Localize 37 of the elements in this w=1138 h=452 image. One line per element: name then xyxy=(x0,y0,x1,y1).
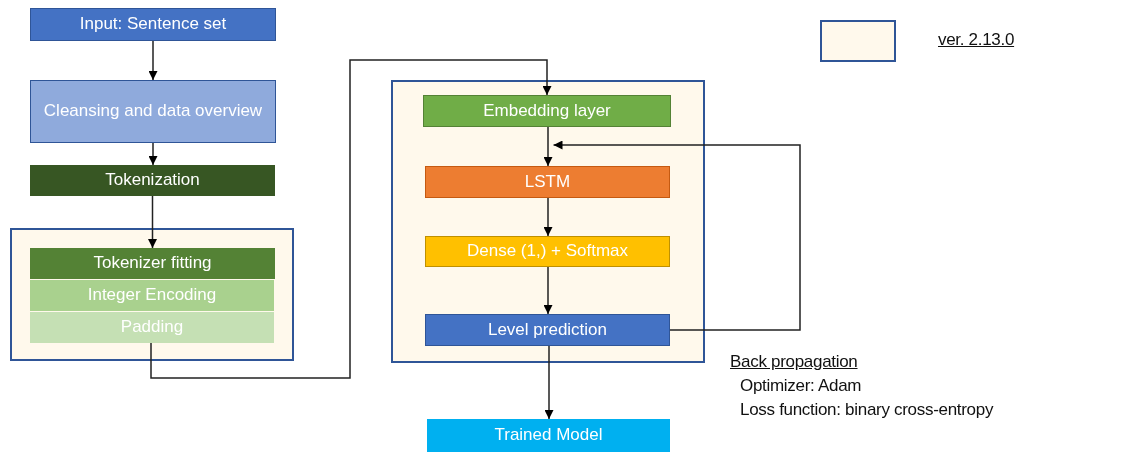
note-text: Optimizer: Adam xyxy=(740,376,862,396)
arrow xyxy=(543,266,553,315)
box-label: Tokenization xyxy=(105,170,200,191)
box-label: Level prediction xyxy=(487,319,608,341)
box-label: Input: Sentence set xyxy=(79,14,227,35)
process-box xyxy=(425,166,670,198)
box-label: LSTM xyxy=(524,171,571,193)
process-box xyxy=(30,312,274,343)
arrow xyxy=(544,345,554,420)
box-label: Trained Model xyxy=(494,425,603,446)
process-box xyxy=(425,314,670,346)
process-box xyxy=(30,165,275,196)
process-box xyxy=(30,280,274,311)
note-heading: Back propagation xyxy=(730,352,858,372)
box-label: Padding xyxy=(120,317,184,338)
arrow xyxy=(148,142,158,166)
arrow xyxy=(543,197,553,237)
arrow xyxy=(543,126,553,167)
arrow xyxy=(150,59,552,379)
box-label: Tokenizer fitting xyxy=(93,253,212,274)
process-box xyxy=(423,95,671,127)
process-box xyxy=(30,80,276,143)
process-box xyxy=(30,248,275,279)
group-box xyxy=(391,80,705,363)
process-box xyxy=(427,419,670,452)
group-box xyxy=(10,228,294,361)
box-label: Integer Encoding xyxy=(87,285,217,306)
process-box xyxy=(425,236,670,267)
note-text: Loss function: binary cross-entropy xyxy=(740,400,994,420)
arrow xyxy=(148,195,157,249)
box-label: Cleansing and data overview xyxy=(43,101,263,122)
arrow xyxy=(552,140,801,331)
process-box xyxy=(30,8,276,41)
box-label: Dense (1,) + Softmax xyxy=(466,241,629,262)
box-label: Embedding layer xyxy=(483,100,611,122)
arrow xyxy=(148,40,158,81)
legend-label: ver. 2.13.0 xyxy=(938,30,1015,50)
